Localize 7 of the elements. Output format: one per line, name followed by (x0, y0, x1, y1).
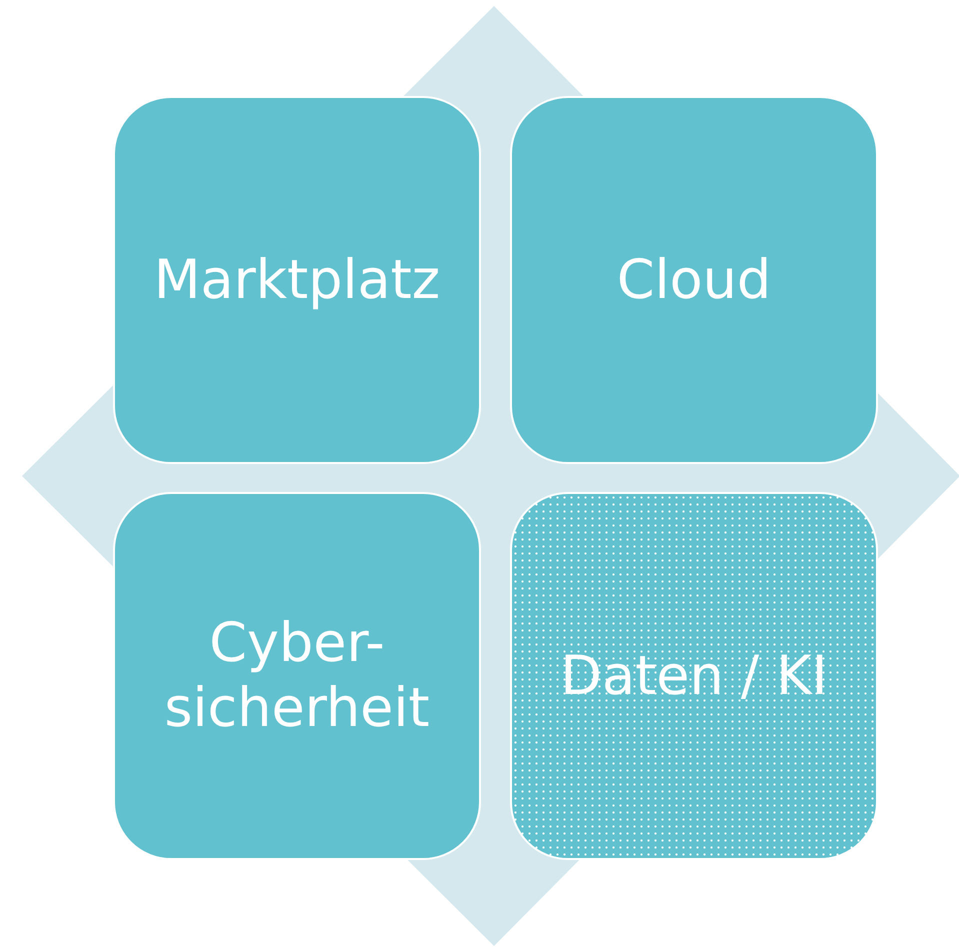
rounded-box (510, 96, 878, 464)
box-label: Cyber- sicherheit (163, 611, 431, 741)
box-label: Marktplatz (152, 248, 442, 312)
rounded-box (510, 492, 878, 860)
rounded-box (113, 492, 481, 860)
rounded-box (113, 96, 481, 464)
box-label: Cloud (616, 248, 772, 312)
